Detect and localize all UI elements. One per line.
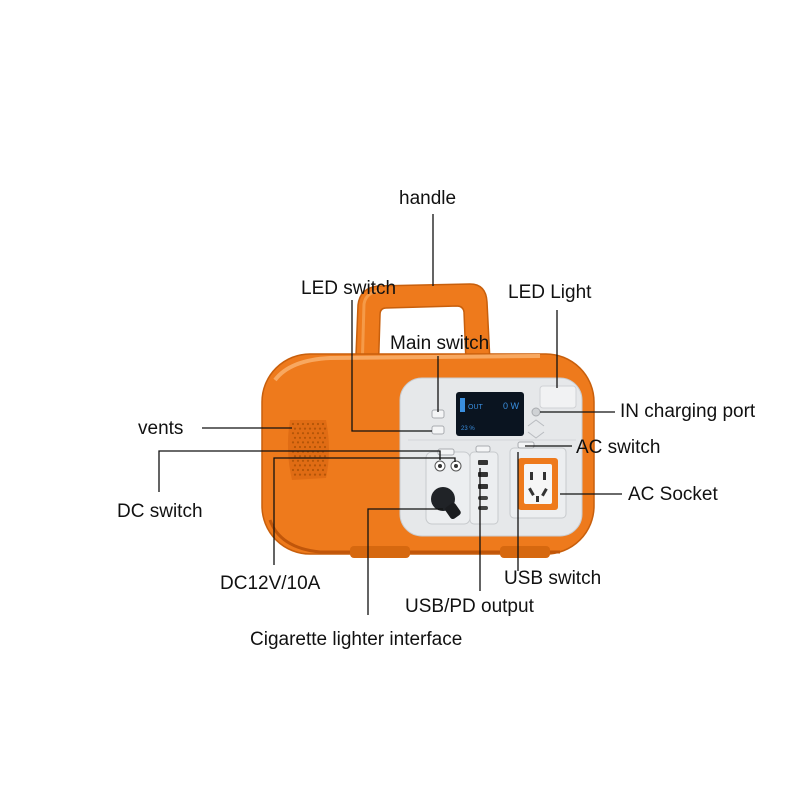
- label-usb-pd-output: USB/PD output: [405, 597, 534, 616]
- usb-switch-button[interactable]: [476, 446, 490, 452]
- led-light: [540, 386, 576, 408]
- label-cigarette-lighter: Cigarette lighter interface: [250, 630, 462, 649]
- lcd-screen: OUT 0 W 23 %: [456, 392, 524, 436]
- usb-port-1: [478, 460, 488, 465]
- label-usb-switch: USB switch: [504, 569, 601, 588]
- label-ac-socket: AC Socket: [628, 485, 718, 504]
- ac-switch-button[interactable]: [518, 442, 534, 448]
- label-in-charging-port: IN charging port: [620, 402, 755, 421]
- screen-out-text: OUT: [468, 404, 484, 411]
- led-switch-button[interactable]: [432, 426, 444, 434]
- vents-grille: [288, 420, 329, 480]
- screen-percent-text: 23 %: [461, 426, 475, 432]
- label-led-light: LED Light: [508, 283, 591, 302]
- label-dc-switch: DC switch: [117, 502, 203, 521]
- label-vents: vents: [138, 419, 183, 438]
- label-ac-switch: AC switch: [576, 438, 660, 457]
- label-main-switch: Main switch: [390, 334, 489, 353]
- label-dc12v: DC12V/10A: [220, 574, 320, 593]
- label-handle: handle: [399, 189, 456, 208]
- label-led-switch: LED switch: [301, 279, 396, 298]
- screen-watt-text: 0 W: [503, 401, 520, 411]
- in-charging-port: [532, 408, 540, 416]
